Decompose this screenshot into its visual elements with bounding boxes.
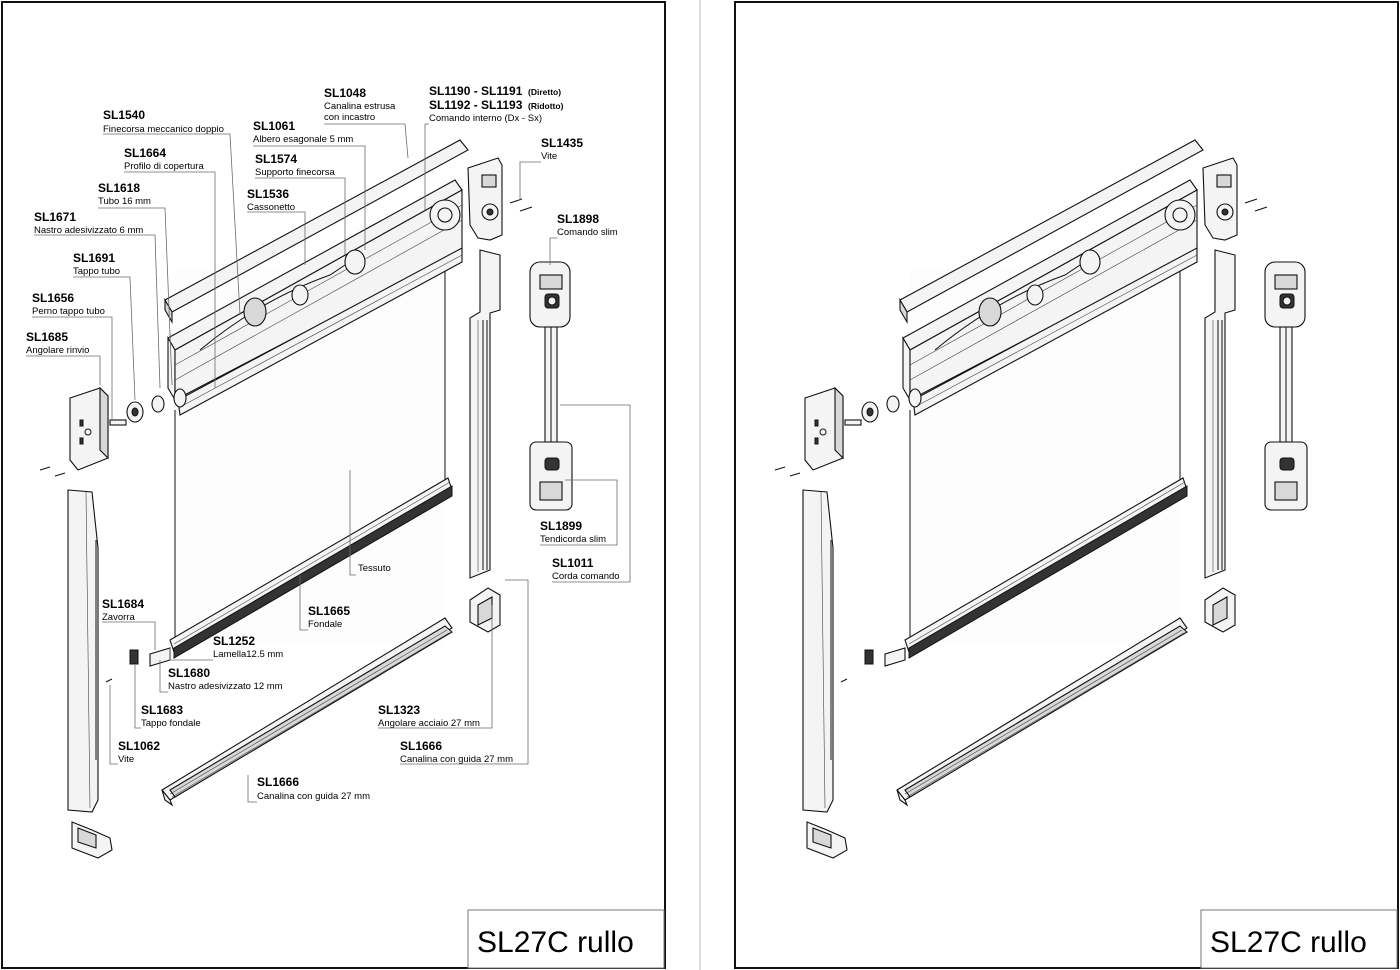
label-sl1062-desc: Vite: [118, 754, 134, 765]
label-sl1435-code: SL1435: [541, 136, 583, 150]
label-sl1666a-code: SL1666: [400, 739, 442, 753]
label-sl1898-desc: Comando slim: [557, 227, 618, 238]
label-sl1190-code2: SL1192 - SL1193: [429, 98, 523, 112]
label-sl1685-code: SL1685: [26, 330, 68, 344]
label-sl1666b-code: SL1666: [257, 775, 299, 789]
label-sl1190-desc: Comando interno (Dx - Sx): [429, 113, 542, 124]
label-sl1061-code: SL1061: [253, 119, 295, 133]
label-sl1665-code: SL1665: [308, 604, 350, 618]
label-sl1062-code: SL1062: [118, 739, 160, 753]
label-sl1011-desc: Corda comando: [552, 571, 620, 582]
label-sl1048-code: SL1048: [324, 86, 366, 100]
label-sl1899-code: SL1899: [540, 519, 582, 533]
label-tessuto-desc: Tessuto: [358, 563, 391, 574]
label-sl1618-code: SL1618: [98, 181, 140, 195]
label-sl1684-code: SL1684: [102, 597, 144, 611]
label-sl1665-desc: Fondale: [308, 619, 342, 630]
label-sl1323-code: SL1323: [378, 703, 420, 717]
title-box-left: [467, 909, 665, 969]
label-sl1898-code: SL1898: [557, 212, 599, 226]
label-sl1252-code: SL1252: [213, 634, 255, 648]
label-sl1656-desc: Perno tappo tubo: [32, 306, 105, 317]
label-sl1190-note2: (Ridotto): [528, 101, 564, 111]
label-sl1691-desc: Tappo tubo: [73, 266, 120, 277]
label-sl1671-code: SL1671: [34, 210, 76, 224]
label-sl1048-desc2: con incastro: [324, 112, 375, 123]
label-sl1536-desc: Cassonetto: [247, 202, 295, 213]
label-sl1252-desc: Lamella12.5 mm: [213, 649, 283, 660]
right-sheet-frame: [734, 1, 1399, 969]
label-sl1011-code: SL1011: [552, 556, 594, 570]
label-sl1618-desc: Tubo 16 mm: [98, 196, 151, 207]
left-sheet-frame: [1, 1, 666, 969]
part-labels: SL1540 Finecorsa meccanico doppio SL1048…: [26, 84, 620, 802]
title-box-right: [1200, 909, 1398, 969]
label-sl1048-desc1: Canalina estrusa: [324, 101, 396, 112]
label-sl1684-desc: Zavorra: [102, 612, 135, 623]
label-sl1685-desc: Angolare rinvio: [26, 345, 89, 356]
label-sl1683-desc: Tappo fondale: [141, 718, 201, 729]
label-sl1574-desc: Supporto finecorsa: [255, 167, 335, 178]
label-sl1664-code: SL1664: [124, 146, 166, 160]
label-sl1536-code: SL1536: [247, 187, 289, 201]
label-sl1574-code: SL1574: [255, 152, 297, 166]
label-sl1664-desc: Profilo di copertura: [124, 161, 204, 172]
label-sl1190-note1: (Diretto): [528, 87, 561, 97]
label-sl1323-desc: Angolare acciaio 27 mm: [378, 718, 480, 729]
leader-lines: [26, 123, 631, 803]
label-sl1680-desc: Nastro adesivizzato 12 mm: [168, 681, 283, 692]
label-sl1899-desc: Tendicorda slim: [540, 534, 606, 545]
label-sl1540-desc: Finecorsa meccanico doppio: [103, 124, 224, 135]
sheet-title-left: SL27C rullo: [477, 926, 634, 959]
label-sl1683-code: SL1683: [141, 703, 183, 717]
label-sl1680-code: SL1680: [168, 666, 210, 680]
label-sl1666b-desc: Canalina con guida 27 mm: [257, 791, 370, 802]
label-sl1666a-desc: Canalina con guida 27 mm: [400, 754, 513, 765]
sheet-title-right: SL27C rullo: [1210, 926, 1367, 959]
right-exploded-view: [774, 139, 1308, 859]
label-sl1540-code: SL1540: [103, 108, 145, 122]
label-sl1061-desc: Albero esagonale 5 mm: [253, 134, 353, 145]
label-sl1656-code: SL1656: [32, 291, 74, 305]
label-sl1671-desc: Nastro adesivizzato 6 mm: [34, 225, 143, 236]
label-sl1435-desc: Vite: [541, 151, 557, 162]
label-sl1190-code1: SL1190 - SL1191: [429, 84, 523, 98]
label-sl1691-code: SL1691: [73, 251, 115, 265]
